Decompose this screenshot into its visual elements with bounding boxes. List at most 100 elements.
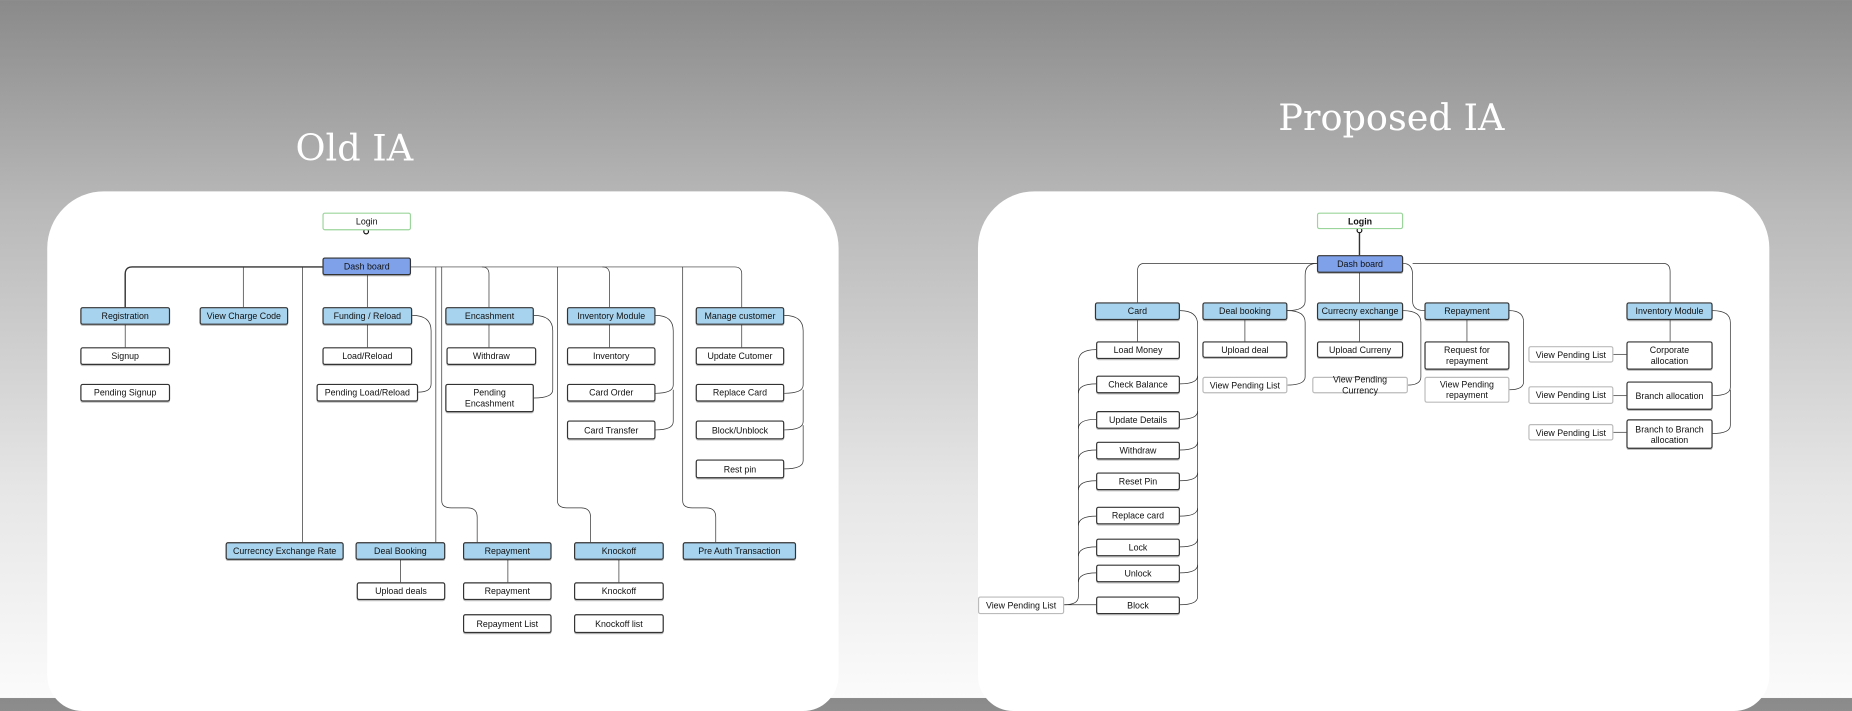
new-node-deal: Deal booking — [1202, 302, 1288, 321]
old-node-repayment-list: Repayment List — [462, 614, 552, 634]
connector-line — [1137, 263, 1317, 303]
old-node-rest-pin: Rest pin — [695, 459, 785, 479]
old-node-inv: Inventory — [566, 347, 656, 365]
old-node-update-cust: Update Cutomer — [695, 347, 785, 365]
new-node-fx: Currecny exchange — [1316, 302, 1404, 321]
new-node-upload-deal: Upload deal — [1202, 341, 1288, 358]
new-node-request-repay: Request for repayment — [1424, 341, 1510, 370]
old-node-funding: Funding / Reload — [322, 307, 413, 325]
new-node-login: Login — [1316, 212, 1404, 230]
old-ia-title: Old IA — [295, 127, 414, 171]
connector-line — [1064, 349, 1097, 606]
connector-line — [1712, 389, 1731, 434]
old-node-pending-load: Pending Load/Reload — [316, 383, 419, 402]
new-node-withdraw: Withdraw — [1096, 441, 1180, 460]
connector-line — [481, 266, 490, 308]
connector-line — [655, 389, 674, 431]
old-node-dash: Dash board — [322, 257, 412, 276]
connector-line — [1078, 546, 1097, 557]
old-node-replace-card: Replace Card — [695, 383, 785, 402]
connector-line — [1509, 310, 1524, 391]
connector-line — [1179, 441, 1199, 451]
connector-line — [1287, 263, 1317, 311]
old-node-knockoff-c: Knockoff — [574, 582, 664, 601]
connector-line — [1179, 375, 1199, 385]
old-node-withdraw: Withdraw — [446, 347, 537, 365]
connector-line — [412, 315, 432, 393]
new-node-update-details: Update Details — [1096, 411, 1180, 429]
old-node-registration: Registration — [80, 307, 171, 325]
connector-line — [1179, 472, 1199, 482]
connector-line — [1179, 507, 1199, 517]
old-ia-panel — [47, 191, 839, 711]
connector-line — [1078, 515, 1097, 526]
connector-line — [784, 389, 804, 431]
new-node-load-money: Load Money — [1096, 341, 1180, 360]
new-node-repay-pending: View Pending repayment — [1424, 376, 1510, 403]
new-node-branch-pending: View Pending List — [1528, 386, 1614, 404]
new-node-deal-pending: View Pending List — [1202, 376, 1288, 394]
old-node-fx-rate: Currecncy Exchange Rate — [225, 542, 344, 560]
proposed-ia-title: Proposed IA — [1278, 96, 1505, 140]
old-node-repayment: Repayment — [462, 542, 552, 560]
new-node-reset-pin: Reset Pin — [1096, 472, 1180, 491]
old-node-preauth: Pre Auth Transaction — [682, 542, 797, 560]
connector-line — [1078, 449, 1097, 460]
connector-line — [557, 266, 591, 543]
old-node-manage: Manage customer — [695, 307, 785, 325]
old-node-login: Login — [322, 212, 412, 231]
new-node-inventory: Inventory Module — [1626, 302, 1713, 321]
connector-line — [655, 315, 674, 394]
new-node-b2b-pending: View Pending List — [1528, 424, 1614, 441]
connector-line — [441, 266, 478, 543]
connector-line — [1412, 263, 1671, 303]
connector-line — [1078, 480, 1097, 491]
old-node-pending-encash: Pending Encashment — [445, 383, 534, 413]
old-node-signup: Signup — [80, 347, 171, 365]
connector-line — [1179, 310, 1199, 606]
connector-line — [124, 266, 323, 308]
connector-line — [1287, 310, 1306, 386]
connector-line — [1179, 564, 1199, 574]
connector-line — [533, 315, 554, 399]
old-node-deal: Deal Booking — [355, 542, 446, 560]
new-node-unlock: Unlock — [1096, 564, 1180, 583]
connector-line — [411, 266, 743, 308]
connector-line — [1078, 383, 1097, 394]
new-node-repay: Repayment — [1424, 302, 1510, 321]
old-node-knockoff-list: Knockoff list — [574, 614, 664, 634]
new-node-lock: Lock — [1096, 538, 1180, 557]
new-node-corporate: Corporate allocation — [1626, 341, 1713, 370]
new-node-corp-pending: View Pending List — [1528, 346, 1614, 363]
connector-line — [1712, 310, 1731, 397]
new-node-upload-currency: Upload Curreny — [1316, 341, 1404, 358]
old-node-card-order: Card Order — [566, 383, 656, 402]
connector-line — [784, 425, 804, 470]
old-node-knockoff: Knockoff — [574, 542, 664, 560]
connector-line — [602, 266, 610, 308]
old-node-repayment-c: Repayment — [462, 582, 552, 601]
connector-line — [1403, 310, 1422, 386]
old-node-inventory: Inventory Module — [566, 307, 656, 325]
connector-line — [784, 315, 804, 394]
connector-line — [1179, 410, 1199, 420]
new-node-b2b: Branch to Branch allocation — [1626, 419, 1713, 449]
old-node-upload-deals: Upload deals — [356, 582, 446, 601]
new-node-branch: Branch allocation — [1626, 381, 1713, 410]
new-node-replace-card: Replace card — [1096, 506, 1180, 525]
connector-line — [1078, 572, 1097, 583]
old-node-charge: View Charge Code — [199, 307, 289, 325]
new-node-check-balance: Check Balance — [1096, 375, 1180, 394]
new-node-block: Block — [1096, 596, 1180, 615]
new-node-dash: Dash board — [1316, 255, 1404, 273]
old-node-encash: Encashment — [445, 307, 534, 325]
new-node-card: Card — [1094, 302, 1180, 321]
connector-line — [1078, 418, 1097, 429]
new-node-card-pending: View Pending List — [977, 596, 1065, 615]
connector-line — [682, 266, 717, 543]
old-node-card-transfer: Card Transfer — [566, 420, 656, 440]
old-node-block: Block/Unblock — [695, 420, 785, 440]
old-node-load: Load/Reload — [322, 347, 413, 365]
